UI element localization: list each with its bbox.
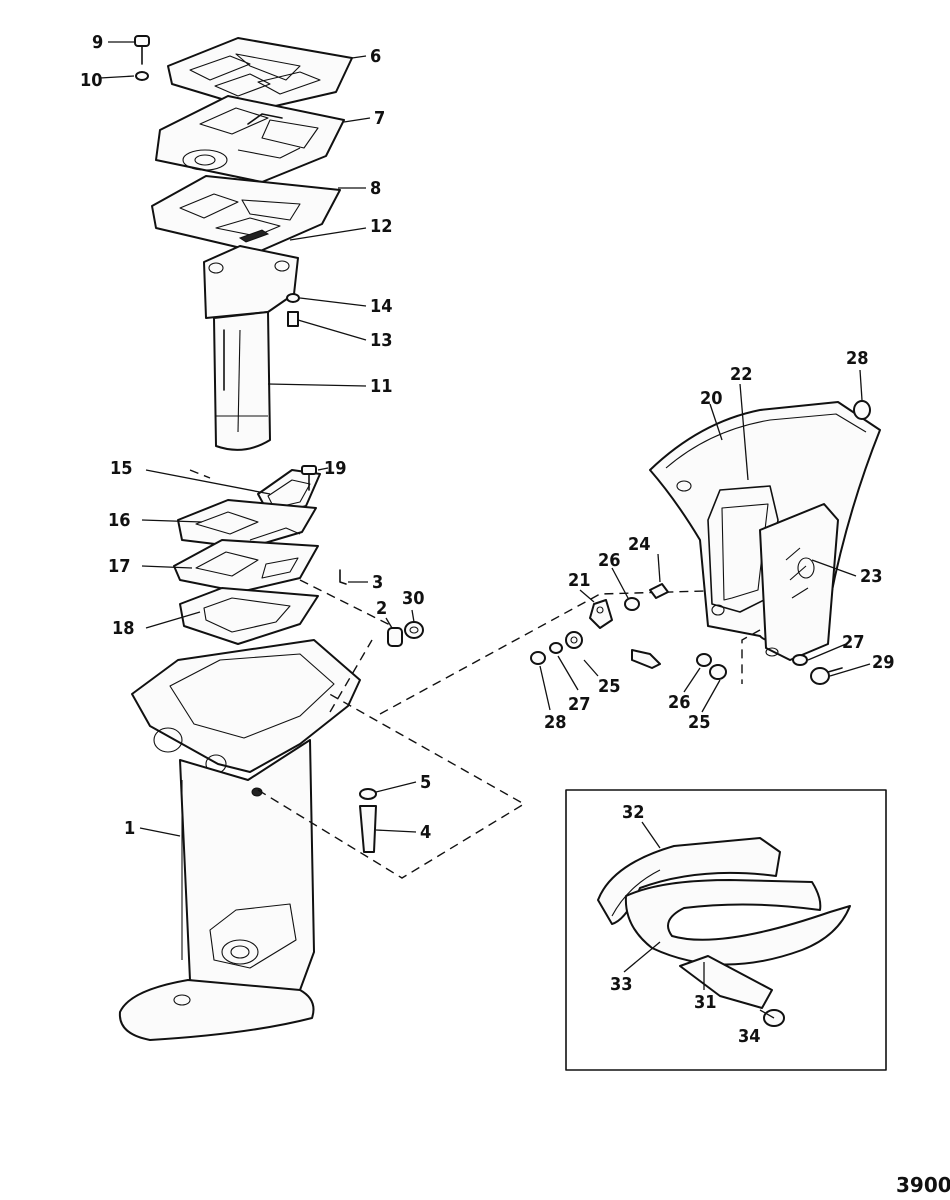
bushing-part-25-lower	[709, 664, 727, 680]
bolt-shaft-center	[631, 649, 661, 669]
bushing-part-2	[387, 627, 403, 647]
adapter-plate-part-7	[155, 95, 345, 183]
callout-14: 14	[370, 296, 393, 317]
callout-4: 4	[420, 822, 431, 843]
callout-22: 22	[730, 364, 753, 385]
callout-34: 34	[738, 1026, 761, 1047]
cover-panel-part-23	[741, 503, 839, 684]
callout-25-left: 25	[598, 676, 621, 697]
spacer-part-26-lower	[696, 653, 712, 667]
callout-26-lower: 26	[668, 692, 691, 713]
callout-21: 21	[568, 570, 591, 591]
callout-11: 11	[370, 376, 393, 397]
washer-part-14	[286, 293, 300, 303]
callout-10: 10	[80, 70, 103, 91]
callout-8: 8	[370, 178, 381, 199]
callout-25-lower: 25	[688, 712, 711, 733]
callout-33: 33	[610, 974, 633, 995]
callout-32: 32	[622, 802, 645, 823]
callout-28-top: 28	[846, 348, 869, 369]
bolt-part-19	[301, 465, 317, 491]
bolt-part-29	[810, 667, 843, 685]
leader-lines	[99, 41, 871, 1019]
callout-5: 5	[420, 772, 431, 793]
nut-part-28-left	[530, 651, 546, 665]
bolt-part-13	[287, 311, 299, 327]
assembly-line-d	[299, 579, 393, 627]
callout-16: 16	[108, 510, 131, 531]
pin-part-3	[339, 569, 347, 585]
gasket-part-17	[173, 539, 319, 593]
assembly-line-a	[257, 691, 526, 879]
gasket-part-18	[179, 587, 319, 645]
callout-17: 17	[108, 556, 131, 577]
figure-number: 39008	[896, 1173, 950, 1197]
gasket-part-8	[151, 175, 341, 253]
callout-29: 29	[872, 652, 895, 673]
nut-part-28-top	[853, 400, 871, 420]
callout-3: 3	[372, 572, 383, 593]
driveshaft-housing-part-1	[118, 639, 361, 1041]
callout-15: 15	[110, 458, 133, 479]
callout-30: 30	[402, 588, 425, 609]
callout-26-top: 26	[598, 550, 621, 571]
callout-6: 6	[370, 46, 381, 67]
stud-part-4	[359, 805, 377, 853]
exhaust-tube-part-11	[203, 245, 299, 451]
callout-2: 2	[376, 598, 387, 619]
callout-24: 24	[628, 534, 651, 555]
callout-1: 1	[124, 818, 135, 839]
callout-12: 12	[370, 216, 393, 237]
bracket-part-21	[589, 599, 613, 629]
callout-7: 7	[374, 108, 385, 129]
guard-plate-part-31	[679, 955, 773, 1009]
callout-13: 13	[370, 330, 393, 351]
callout-19: 19	[324, 458, 347, 479]
washer-part-27-left	[549, 642, 563, 654]
guard-ring-part-33	[624, 879, 851, 966]
bushing-part-25-left	[565, 631, 583, 649]
callout-18: 18	[112, 618, 135, 639]
washer-part-10	[135, 71, 149, 81]
callout-23: 23	[860, 566, 883, 587]
washer-part-5	[359, 788, 377, 800]
spacer-part-26-top	[624, 597, 640, 611]
callout-9: 9	[92, 32, 103, 53]
inset-frame	[565, 789, 887, 1071]
callout-27-right: 27	[842, 632, 865, 653]
assembly-line-b	[379, 589, 741, 715]
bolt-part-24	[649, 583, 669, 599]
callout-27-left: 27	[568, 694, 591, 715]
gasket-part-6	[167, 37, 353, 111]
bushing-part-30	[404, 621, 424, 639]
bolt-part-9	[134, 35, 150, 65]
assembly-line-e	[189, 469, 211, 479]
plate-part-16	[177, 499, 317, 549]
callout-20: 20	[700, 388, 723, 409]
callout-28-left: 28	[544, 712, 567, 733]
washer-part-27-right	[792, 654, 808, 666]
callout-31: 31	[694, 992, 717, 1013]
